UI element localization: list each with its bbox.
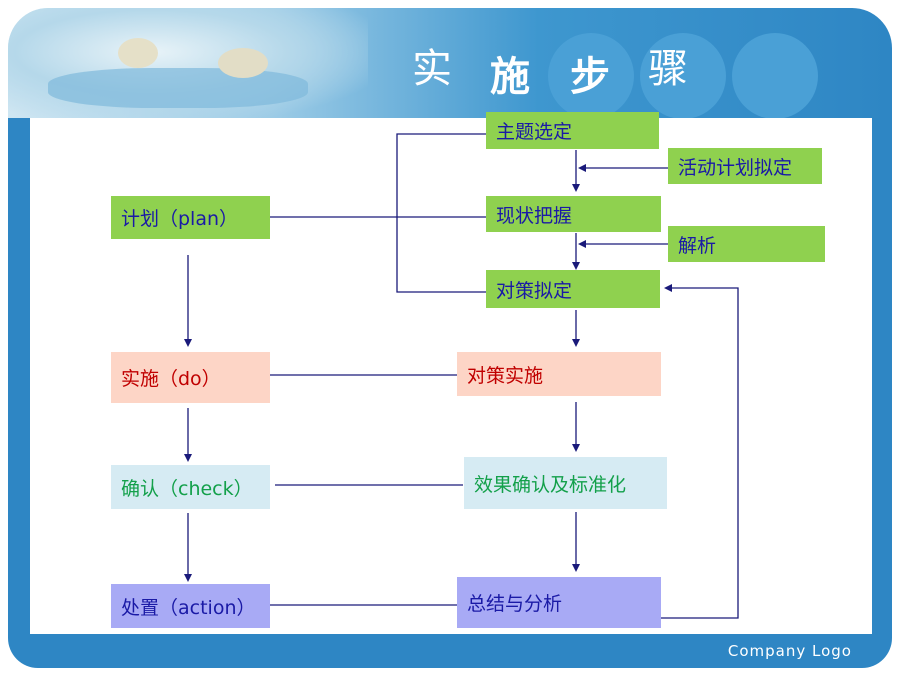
box-check: 确认（check）	[111, 465, 270, 509]
bracket-topic-measure	[396, 133, 487, 293]
box-action: 处置（action）	[111, 584, 270, 628]
title-circle	[732, 33, 818, 118]
box-activity-plan: 活动计划拟定	[668, 148, 822, 184]
left-border	[8, 118, 30, 638]
footer-bar: Company Logo	[8, 634, 892, 668]
box-analysis: 解析	[668, 226, 825, 262]
header-photo	[8, 8, 368, 118]
box-plan: 计划（plan）	[111, 196, 270, 239]
box-summary: 总结与分析	[457, 577, 661, 628]
box-measure-plan: 对策拟定	[486, 270, 660, 308]
title-char: 施	[490, 54, 530, 100]
box-do: 实施（do）	[111, 352, 270, 403]
feedback-loop	[661, 284, 739, 619]
title-circle	[548, 33, 634, 118]
photo-cloth	[48, 68, 308, 108]
photo-hand	[118, 38, 158, 68]
header-banner	[8, 8, 892, 118]
box-effect: 效果确认及标准化	[464, 457, 667, 509]
box-status: 现状把握	[486, 196, 661, 232]
title-circle	[640, 33, 726, 118]
right-border	[872, 118, 892, 638]
title-char: 骤	[648, 46, 688, 92]
company-logo: Company Logo	[727, 642, 852, 660]
title-char: 步	[570, 54, 610, 100]
box-topic: 主题选定	[486, 112, 659, 149]
photo-hand	[218, 48, 268, 78]
box-measure-do: 对策实施	[457, 352, 661, 396]
title-char: 实	[412, 46, 452, 92]
